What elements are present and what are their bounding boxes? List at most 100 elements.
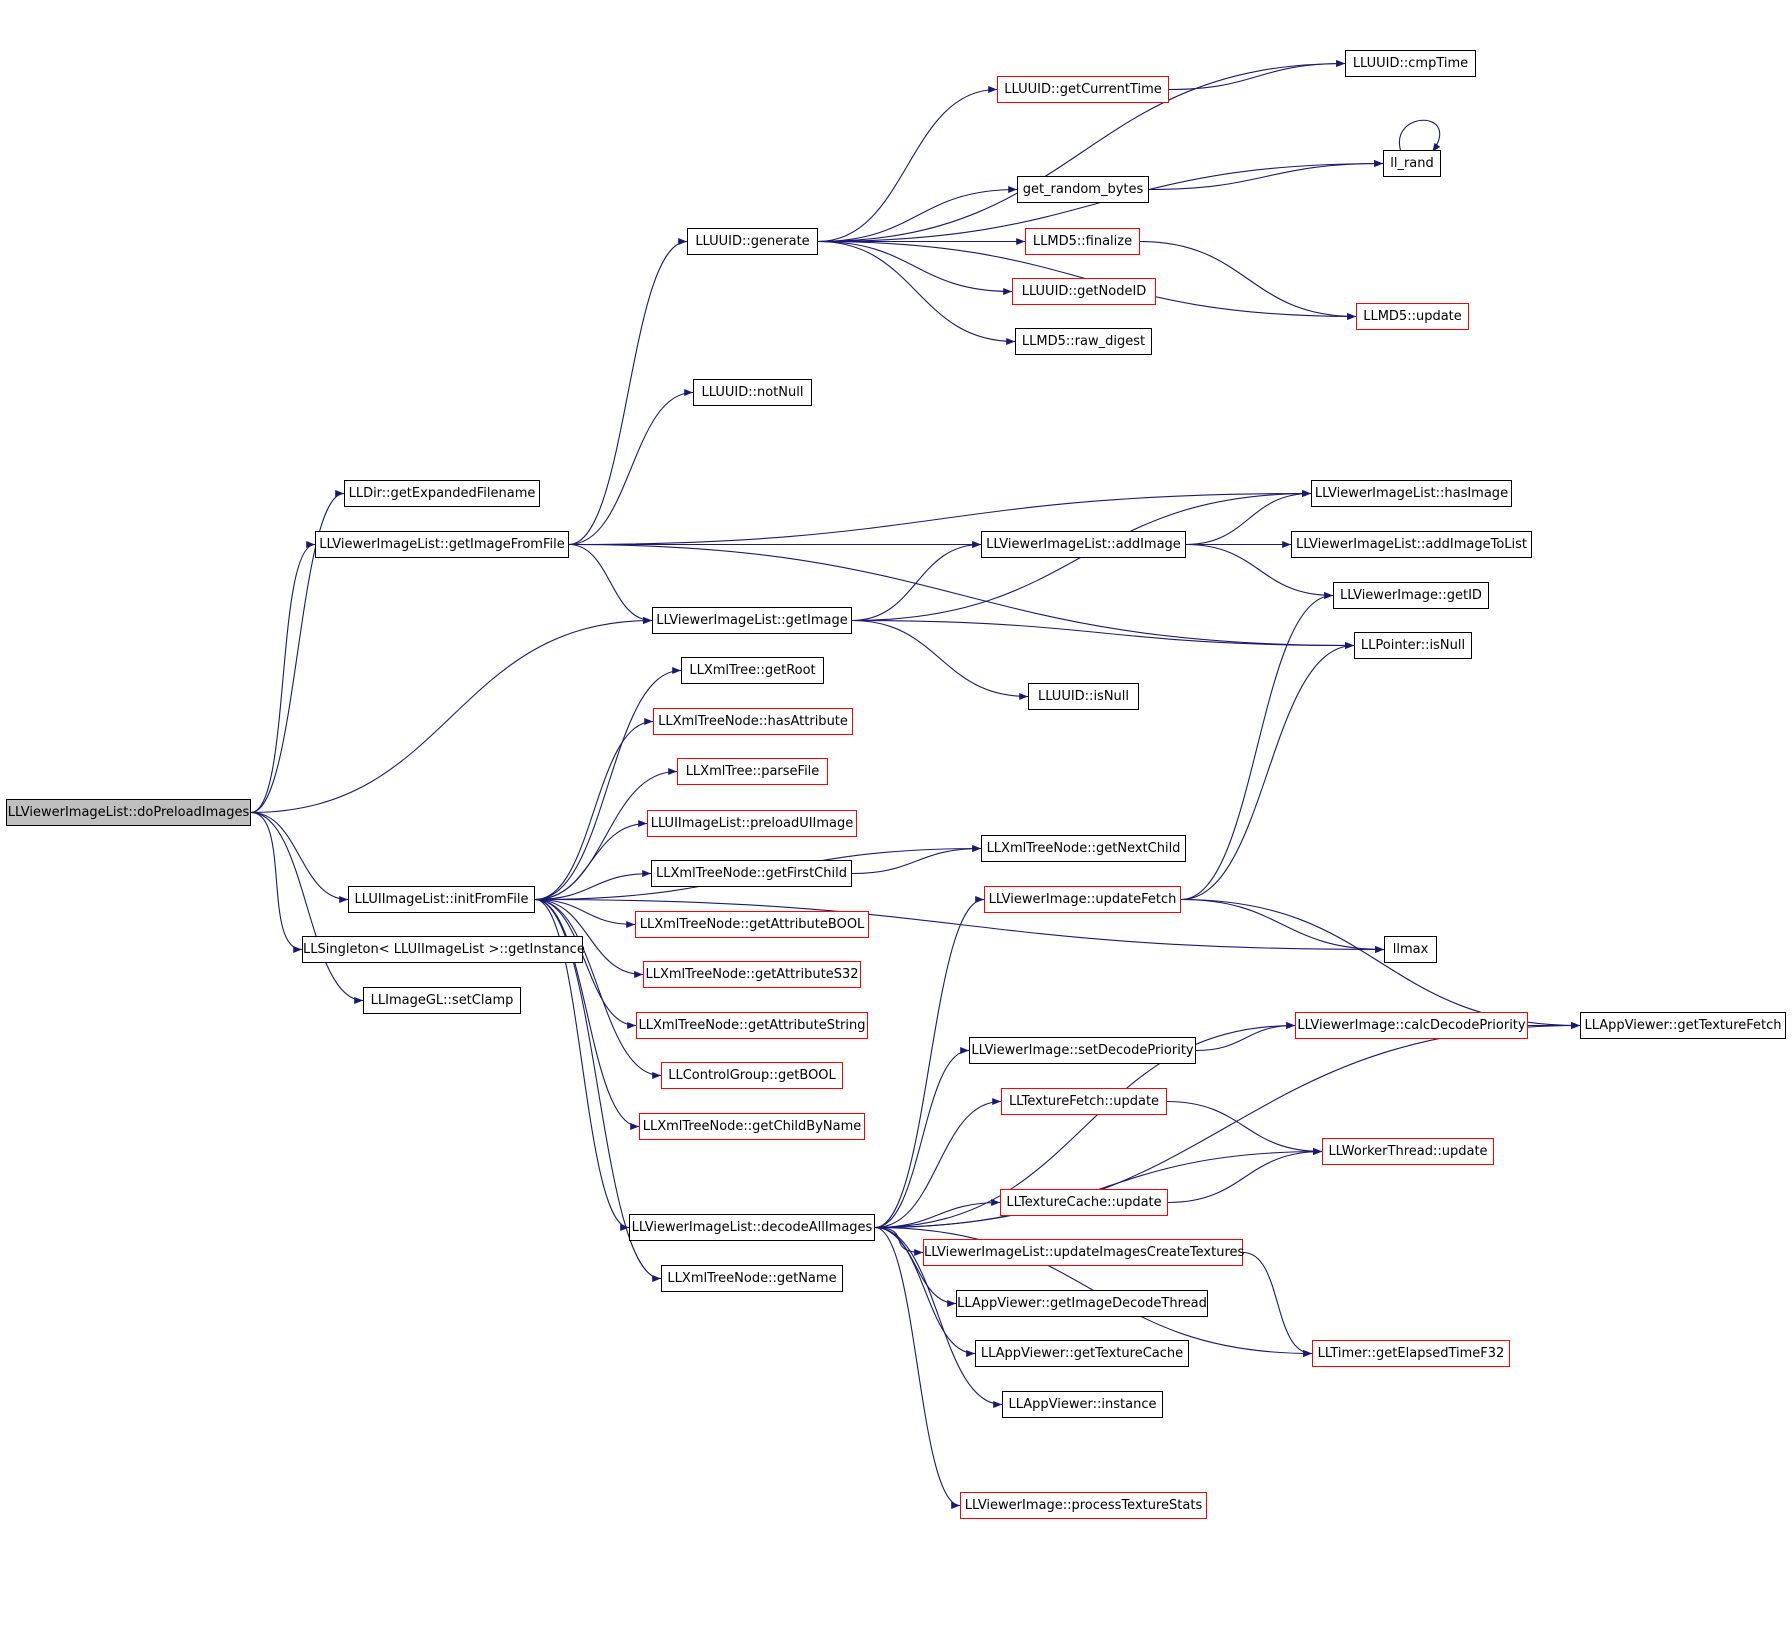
node-md5update[interactable]: LLMD5::update [1356, 303, 1469, 330]
edge-decodeAllImages-to-getTextureCache [874, 1226, 976, 1357]
edge-initFromFile-to-getAttributeBOOL [534, 898, 636, 929]
edge-initFromFile-to-getChildByName [534, 898, 640, 1130]
node-updateImagesCreateTextures[interactable]: LLViewerImageList::updateImagesCreateTex… [923, 1239, 1244, 1266]
node-workerThreadUpdate[interactable]: LLWorkerThread::update [1322, 1138, 1494, 1165]
node-llmax[interactable]: llmax [1384, 936, 1437, 963]
node-getAttributeS32[interactable]: LLXmlTreeNode::getAttributeS32 [643, 961, 861, 988]
edge-initFromFile-to-getName [534, 898, 662, 1282]
edge-getImage-to-isNull [851, 619, 1355, 650]
node-getAttributeBOOL[interactable]: LLXmlTreeNode::getAttributeBOOL [635, 911, 869, 938]
edge-doPreloadImages-to-getInstance [250, 811, 303, 953]
node-decodeAllImages[interactable]: LLViewerImageList::decodeAllImages [629, 1214, 875, 1241]
edge-addImage-to-getID [1185, 543, 1334, 600]
node-appInstance[interactable]: LLAppViewer::instance [1002, 1391, 1163, 1418]
edge-generate-to-getNodeID [817, 240, 1013, 296]
node-get_random_bytes[interactable]: get_random_bytes [1017, 176, 1149, 203]
node-initFromFile[interactable]: LLUIImageList::initFromFile [348, 886, 535, 913]
edge-doPreloadImages-to-getExpandedFilename [250, 490, 345, 814]
node-calcDecodePriority[interactable]: LLViewerImage::calcDecodePriority [1295, 1012, 1528, 1039]
node-getCurrentTime[interactable]: LLUUID::getCurrentTime [997, 76, 1169, 103]
node-getImageFromFile[interactable]: LLViewerImageList::getImageFromFile [315, 531, 569, 558]
edge-doPreloadImages-to-initFromFile [250, 811, 349, 904]
node-notNull[interactable]: LLUUID::notNull [693, 379, 812, 406]
edge-getImageFromFile-to-hasImage [568, 489, 1312, 546]
node-getRoot[interactable]: LLXmlTree::getRoot [681, 657, 824, 684]
node-finalize[interactable]: LLMD5::finalize [1025, 228, 1140, 255]
node-updateFetch[interactable]: LLViewerImage::updateFetch [984, 886, 1181, 913]
edge-initFromFile-to-getFirstChild [534, 869, 652, 901]
edge-initFromFile-to-getRoot [534, 667, 682, 901]
call-edges [250, 59, 1581, 1509]
edge-getImageFromFile-to-isNull [568, 543, 1355, 650]
edge-initFromFile-to-preloadUIImage [534, 819, 648, 901]
node-ll_rand[interactable]: ll_rand [1383, 150, 1441, 177]
edge-getImageFromFile-to-generate [568, 238, 688, 546]
node-getInstance[interactable]: LLSingleton< LLUIImageList >::getInstanc… [302, 936, 585, 963]
node-textureCacheUpdate[interactable]: LLTextureCache::update [1000, 1189, 1168, 1216]
edge-textureFetchUpdate-to-workerThreadUpdate [1166, 1100, 1323, 1156]
node-processTextureStats[interactable]: LLViewerImage::processTextureStats [960, 1492, 1207, 1519]
edge-finalize-to-md5update [1139, 240, 1357, 321]
edge-addImage-to-hasImage [1185, 489, 1312, 546]
node-getImage[interactable]: LLViewerImageList::getImage [652, 607, 852, 634]
edge-getImageFromFile-to-getImage [568, 543, 653, 625]
node-preloadUIImage[interactable]: LLUIImageList::preloadUIImage [647, 810, 857, 837]
edge-initFromFile-to-llmax [534, 898, 1385, 954]
edge-decodeAllImages-to-updateFetch [874, 896, 985, 1229]
node-textureFetchUpdate[interactable]: LLTextureFetch::update [1001, 1088, 1167, 1115]
node-addImage[interactable]: LLViewerImageList::addImage [981, 531, 1186, 558]
node-getExpandedFilename[interactable]: LLDir::getExpandedFilename [344, 480, 540, 507]
node-parseFile[interactable]: LLXmlTree::parseFile [677, 758, 828, 785]
edge-get_random_bytes-to-ll_rand [1148, 159, 1384, 191]
edge-decodeAllImages-to-calcDecodePriority [874, 1021, 1296, 1229]
edge-initFromFile-to-getBOOL [534, 898, 662, 1079]
node-getTextureCache[interactable]: LLAppViewer::getTextureCache [975, 1340, 1189, 1367]
edge-generate-to-get_random_bytes [817, 185, 1018, 243]
edge-setDecodePriority-to-calcDecodePriority [1195, 1021, 1296, 1052]
node-generate[interactable]: LLUUID::generate [687, 228, 818, 255]
node-raw_digest[interactable]: LLMD5::raw_digest [1015, 328, 1152, 355]
edge-decodeAllImages-to-processTextureStats [874, 1226, 961, 1509]
node-getFirstChild[interactable]: LLXmlTreeNode::getFirstChild [651, 860, 852, 887]
edge-doPreloadImages-to-getImage [250, 616, 653, 814]
node-getImageDecodeThread[interactable]: LLAppViewer::getImageDecodeThread [956, 1290, 1208, 1317]
node-getElapsedTimeF32[interactable]: LLTimer::getElapsedTimeF32 [1312, 1340, 1510, 1367]
edge-updateFetch-to-llmax [1180, 898, 1385, 954]
edge-updateFetch-to-isNull [1180, 642, 1355, 901]
node-hasAttribute[interactable]: LLXmlTreeNode::hasAttribute [653, 708, 853, 735]
node-getTextureFetch[interactable]: LLAppViewer::getTextureFetch [1580, 1012, 1786, 1039]
edge-getCurrentTime-to-cmpTime [1168, 59, 1346, 91]
node-isNull[interactable]: LLPointer::isNull [1354, 632, 1472, 659]
node-setDecodePriority[interactable]: LLViewerImage::setDecodePriority [969, 1037, 1196, 1064]
node-getNodeID[interactable]: LLUUID::getNodeID [1012, 278, 1156, 305]
node-getNextChild[interactable]: LLXmlTreeNode::getNextChild [981, 835, 1186, 862]
edge-generate-to-getCurrentTime [817, 85, 998, 243]
node-getID[interactable]: LLViewerImage::getID [1333, 582, 1489, 609]
node-cmpTime[interactable]: LLUUID::cmpTime [1345, 50, 1476, 77]
edge-getImage-to-addImage [851, 540, 982, 622]
node-getName[interactable]: LLXmlTreeNode::getName [661, 1265, 843, 1292]
edge-generate-to-cmpTime [817, 59, 1346, 243]
node-addImageToList[interactable]: LLViewerImageList::addImageToList [1291, 531, 1532, 558]
node-hasImage[interactable]: LLViewerImageList::hasImage [1311, 480, 1512, 507]
edge-generate-to-raw_digest [817, 240, 1016, 346]
edge-updateFetch-to-getID [1180, 592, 1334, 901]
edge-doPreloadImages-to-setClamp [250, 811, 364, 1004]
edge-getFirstChild-to-getNextChild [851, 844, 982, 875]
node-getBOOL[interactable]: LLControlGroup::getBOOL [661, 1062, 843, 1089]
edge-updateImagesCreateTextures-to-getElapsedTimeF32 [1242, 1251, 1313, 1357]
edge-initFromFile-to-hasAttribute [534, 718, 654, 901]
node-uuidIsNull[interactable]: LLUUID::isNull [1028, 683, 1139, 710]
edge-decodeAllImages-to-textureFetchUpdate [874, 1097, 1002, 1229]
edge-updateFetch-to-getTextureFetch [1180, 898, 1581, 1030]
edge-decodeAllImages-to-appInstance [874, 1226, 1003, 1408]
edge-decodeAllImages-to-textureCacheUpdate [874, 1198, 1001, 1229]
edge-getImage-to-uuidIsNull [851, 619, 1029, 701]
node-getChildByName[interactable]: LLXmlTreeNode::getChildByName [639, 1113, 865, 1140]
node-getAttributeString[interactable]: LLXmlTreeNode::getAttributeString [636, 1012, 868, 1039]
node-setClamp[interactable]: LLImageGL::setClamp [363, 987, 521, 1014]
edge-ll_rand-to-ll_rand [1398, 119, 1441, 153]
node-doPreloadImages[interactable]: LLViewerImageList::doPreloadImages [6, 799, 251, 826]
edge-decodeAllImages-to-setDecodePriority [874, 1047, 970, 1229]
